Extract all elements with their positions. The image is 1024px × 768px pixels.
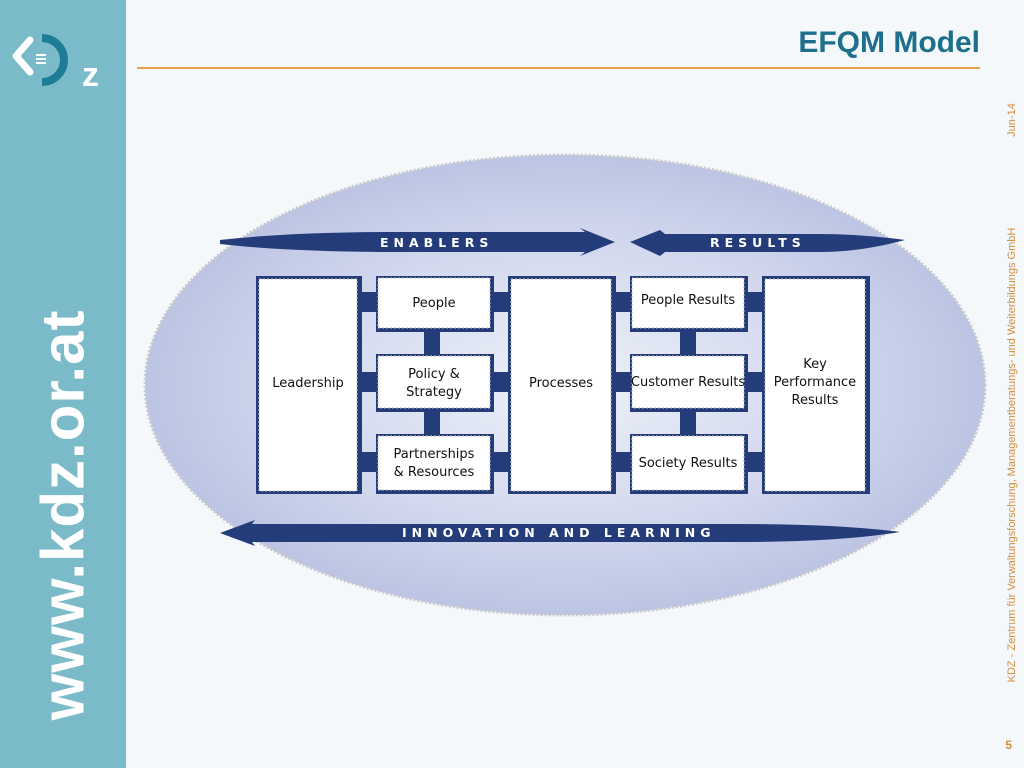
people-box: People: [376, 276, 494, 332]
kpr-label-line1: Key: [803, 357, 827, 372]
connector: [493, 372, 509, 392]
innovation-label: INNOVATION AND LEARNING: [402, 525, 716, 540]
key-performance-results-box: Key Performance Results: [762, 276, 870, 494]
connector: [361, 372, 377, 392]
connector: [424, 332, 440, 354]
website-url: www.kdz.or.at: [29, 309, 97, 721]
kpr-label-line2: Performance: [774, 375, 856, 390]
people-results-box: People Results: [630, 276, 748, 332]
connector: [493, 292, 509, 312]
processes-box: Processes: [508, 276, 616, 494]
kpr-label-line3: Results: [792, 393, 839, 408]
connector: [680, 332, 696, 354]
partnerships-label-line2: & Resources: [394, 465, 475, 480]
logo-letter: z: [82, 56, 99, 94]
customer-results-label: Customer Results: [631, 375, 745, 390]
customer-results-box: Customer Results: [630, 354, 748, 412]
partnerships-label-line1: Partnerships: [394, 447, 475, 462]
slide-title: EFQM Model: [798, 26, 980, 59]
policy-strategy-box: Policy & Strategy: [376, 354, 494, 412]
connector: [748, 292, 764, 312]
connector: [748, 452, 764, 472]
sidebar: z www.kdz.or.at: [0, 0, 126, 768]
page-number: 5: [1005, 738, 1012, 752]
title-divider: [137, 67, 980, 69]
efqm-diagram-svg: ENABLERS RESULTS INNOVATION AND LEARNING: [143, 153, 987, 617]
connector: [680, 412, 696, 434]
society-results-label: Society Results: [639, 456, 738, 471]
connector: [615, 372, 631, 392]
slide-date: Jun-14: [1006, 103, 1018, 137]
connector: [615, 452, 631, 472]
kdz-logo: z: [10, 30, 110, 96]
kdz-logo-mark: [12, 34, 68, 86]
results-arrow: RESULTS: [630, 230, 905, 256]
leadership-box: Leadership: [256, 276, 362, 494]
results-label: RESULTS: [710, 235, 806, 250]
company-footer: KDZ - Zentrum für Verwaltungsforschung, …: [1006, 227, 1018, 683]
connector: [361, 452, 377, 472]
enablers-arrow: ENABLERS: [220, 228, 615, 256]
people-label: People: [412, 296, 455, 311]
people-results-label: People Results: [641, 293, 735, 308]
policy-label-line2: Strategy: [406, 385, 462, 400]
enablers-label: ENABLERS: [380, 235, 493, 250]
policy-label-line1: Policy &: [408, 367, 460, 382]
society-results-box: Society Results: [630, 434, 748, 494]
partnerships-resources-box: Partnerships & Resources: [376, 434, 494, 494]
connector: [424, 412, 440, 434]
leadership-label: Leadership: [272, 376, 343, 391]
connector: [493, 452, 509, 472]
connectors: [361, 292, 764, 472]
efqm-diagram: ENABLERS RESULTS INNOVATION AND LEARNING: [140, 150, 1000, 620]
processes-label: Processes: [529, 376, 593, 391]
connector: [361, 292, 377, 312]
innovation-arrow: INNOVATION AND LEARNING: [220, 520, 900, 546]
connector: [615, 292, 631, 312]
connector: [748, 372, 764, 392]
